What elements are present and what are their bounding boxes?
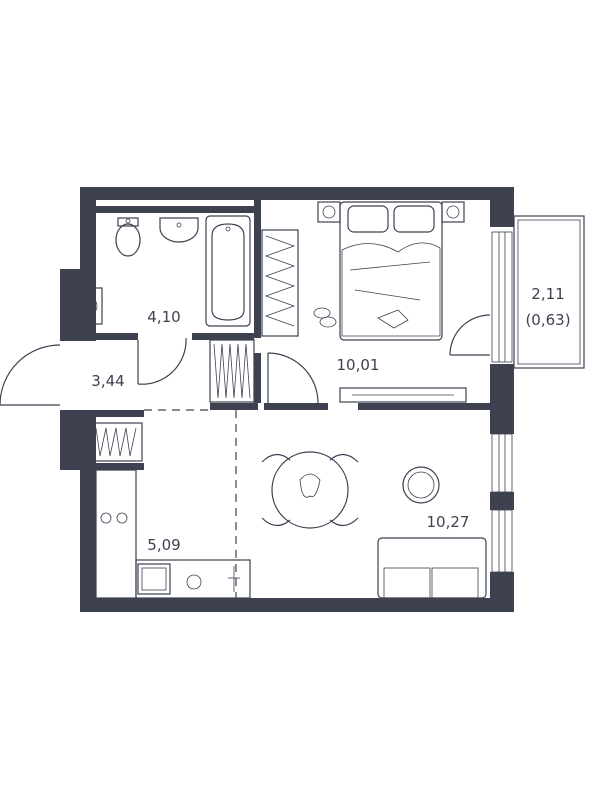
bathtub (205, 215, 251, 327)
dining-table (271, 451, 349, 529)
toilet (115, 223, 141, 257)
windows (491, 231, 513, 573)
balcony (449, 215, 585, 369)
washing-machine (73, 287, 103, 325)
kitchen-sink (137, 563, 171, 595)
chair (261, 517, 291, 527)
wardrobes (71, 229, 299, 462)
bed (339, 201, 443, 341)
entrance-door (0, 344, 61, 406)
exterior-walls (60, 187, 514, 612)
chair (261, 453, 291, 463)
bedroom-furniture (313, 201, 467, 403)
room-area-living: 10,27 (427, 513, 470, 531)
room-area-balcony-reduced: (0,63) (525, 311, 570, 329)
interior-doors (137, 337, 319, 404)
room-area-hallway: 3,44 (91, 372, 124, 390)
kitchen-counter (95, 469, 137, 599)
kitchen-counter (135, 559, 251, 599)
living-furniture (261, 451, 487, 599)
nightstand (317, 201, 341, 223)
bathroom-fixtures (73, 215, 251, 327)
hob (100, 512, 112, 524)
chair (329, 453, 359, 463)
room-area-kitchen: 5,09 (147, 536, 180, 554)
room-area-balcony: 2,11 (531, 285, 564, 303)
sink (159, 217, 199, 243)
room-area-bedroom: 10,01 (337, 356, 380, 374)
area-labels: 4,10 3,44 10,01 2,11 (0,63) 5,09 10,27 (91, 285, 570, 554)
chair (329, 517, 359, 527)
coffee-table (402, 466, 440, 504)
room-area-bathroom: 4,10 (147, 308, 180, 326)
nightstand (441, 201, 465, 223)
kitchen-fixtures (95, 409, 251, 599)
interior-walls (60, 200, 494, 470)
tv-stand (339, 387, 467, 403)
